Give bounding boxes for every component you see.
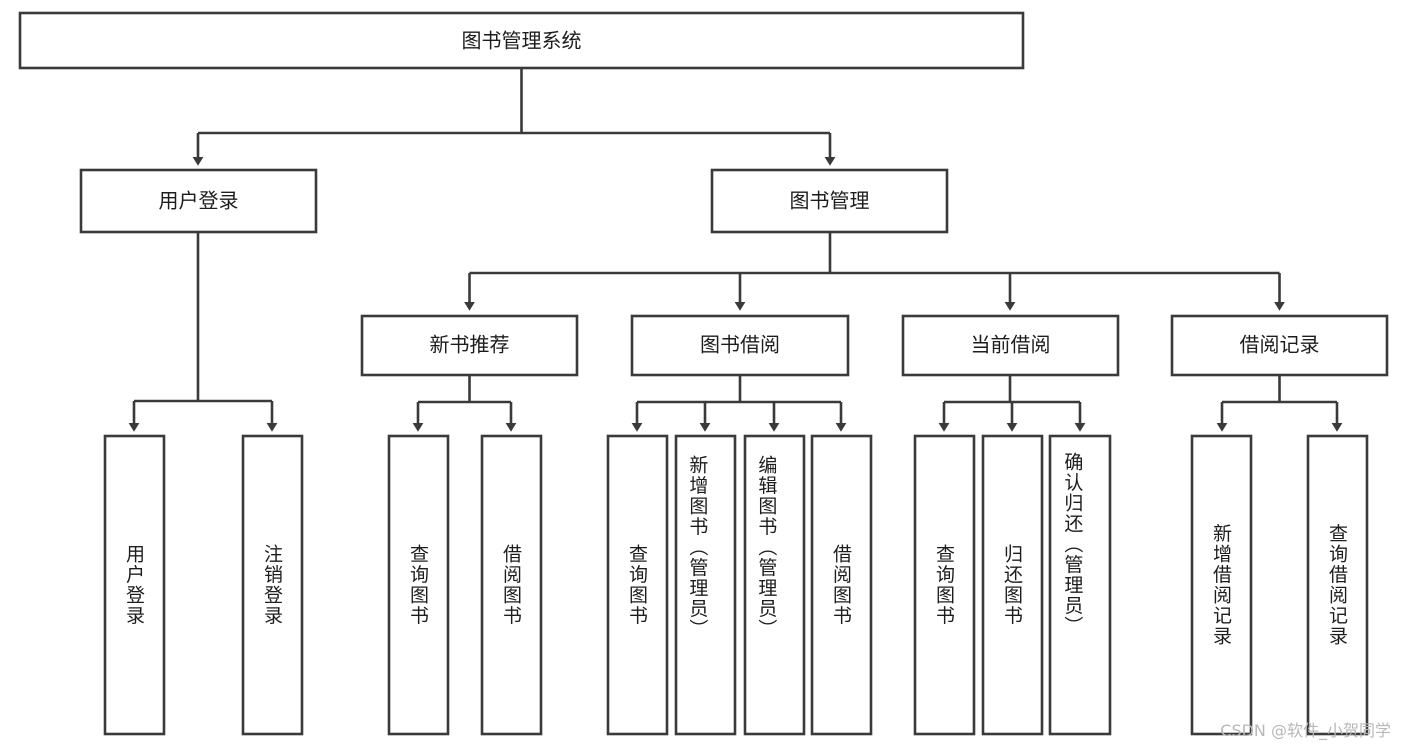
node-label-leaf-edit-book-admin: 编辑图书（管理员） bbox=[755, 455, 777, 640]
node-leaf-borrow-book[interactable]: 借阅图书 bbox=[810, 434, 873, 736]
node-leaf-query-book-current[interactable]: 查询图书 bbox=[913, 434, 976, 736]
node-leaf-return-book[interactable]: 归还图书 bbox=[981, 434, 1044, 736]
node-leaf-user-login[interactable]: 用户登录 bbox=[103, 434, 166, 736]
node-leaf-confirm-return-admin[interactable]: 确认归还（管理员） bbox=[1048, 434, 1112, 736]
node-label-leaf-query-borrow-record: 查询借阅记录 bbox=[1326, 523, 1348, 646]
node-label-leaf-confirm-return-admin: 确认归还（管理员） bbox=[1061, 452, 1083, 637]
node-label-borrow-record: 借阅记录 bbox=[1240, 333, 1320, 357]
connector-book-management-to-level3 bbox=[464, 232, 1285, 311]
node-leaf-query-book-recommend[interactable]: 查询图书 bbox=[387, 434, 450, 736]
node-borrow-record[interactable]: 借阅记录 bbox=[1170, 314, 1389, 377]
node-new-book-recommend[interactable]: 新书推荐 bbox=[360, 314, 579, 377]
node-book-management[interactable]: 图书管理 bbox=[710, 168, 949, 234]
node-user-login[interactable]: 用户登录 bbox=[79, 168, 318, 234]
node-label-current-borrow: 当前借阅 bbox=[971, 333, 1051, 357]
connector-new-book-to-leaves bbox=[412, 375, 517, 432]
node-current-borrow[interactable]: 当前借阅 bbox=[901, 314, 1120, 377]
connector-root-to-level2 bbox=[192, 68, 836, 166]
node-leaf-logout[interactable]: 注销登录 bbox=[241, 434, 304, 736]
connector-current-borrow-to-leaves bbox=[938, 375, 1086, 432]
node-label-leaf-borrow-book-recommend: 借阅图书 bbox=[500, 544, 522, 626]
connector-book-borrow-to-leaves bbox=[631, 375, 847, 432]
node-label-leaf-query-book-recommend: 查询图书 bbox=[407, 544, 429, 626]
node-leaf-query-book-borrow[interactable]: 查询图书 bbox=[606, 434, 669, 736]
node-label-root: 图书管理系统 bbox=[462, 29, 582, 53]
node-leaf-add-book-admin[interactable]: 新增图书（管理员） bbox=[674, 434, 737, 736]
node-label-new-book-recommend: 新书推荐 bbox=[430, 333, 510, 357]
node-label-user-login: 用户登录 bbox=[159, 189, 239, 213]
connector-user-login-to-leaves bbox=[128, 232, 278, 432]
node-label-leaf-borrow-book: 借阅图书 bbox=[830, 544, 852, 626]
node-label-leaf-return-book: 归还图书 bbox=[1001, 544, 1023, 626]
node-label-leaf-query-book-current: 查询图书 bbox=[933, 544, 955, 626]
node-label-leaf-query-book-borrow: 查询图书 bbox=[626, 544, 648, 626]
connector-borrow-record-to-leaves bbox=[1216, 375, 1343, 432]
node-label-leaf-add-book-admin: 新增图书（管理员） bbox=[686, 455, 708, 640]
node-label-leaf-user-login: 用户登录 bbox=[123, 544, 145, 626]
node-leaf-query-borrow-record[interactable]: 查询借阅记录 bbox=[1306, 434, 1369, 736]
node-leaf-add-borrow-record[interactable]: 新增借阅记录 bbox=[1190, 434, 1253, 736]
node-label-book-borrow: 图书借阅 bbox=[700, 333, 780, 357]
node-leaf-borrow-book-recommend[interactable]: 借阅图书 bbox=[480, 434, 543, 736]
node-book-borrow[interactable]: 图书借阅 bbox=[630, 314, 850, 377]
node-label-leaf-logout: 注销登录 bbox=[261, 544, 283, 626]
node-leaf-edit-book-admin[interactable]: 编辑图书（管理员） bbox=[743, 434, 806, 736]
node-label-book-management: 图书管理 bbox=[790, 189, 870, 213]
node-root-system[interactable]: 图书管理系统 bbox=[18, 11, 1025, 70]
node-label-leaf-add-borrow-record: 新增借阅记录 bbox=[1210, 523, 1232, 646]
